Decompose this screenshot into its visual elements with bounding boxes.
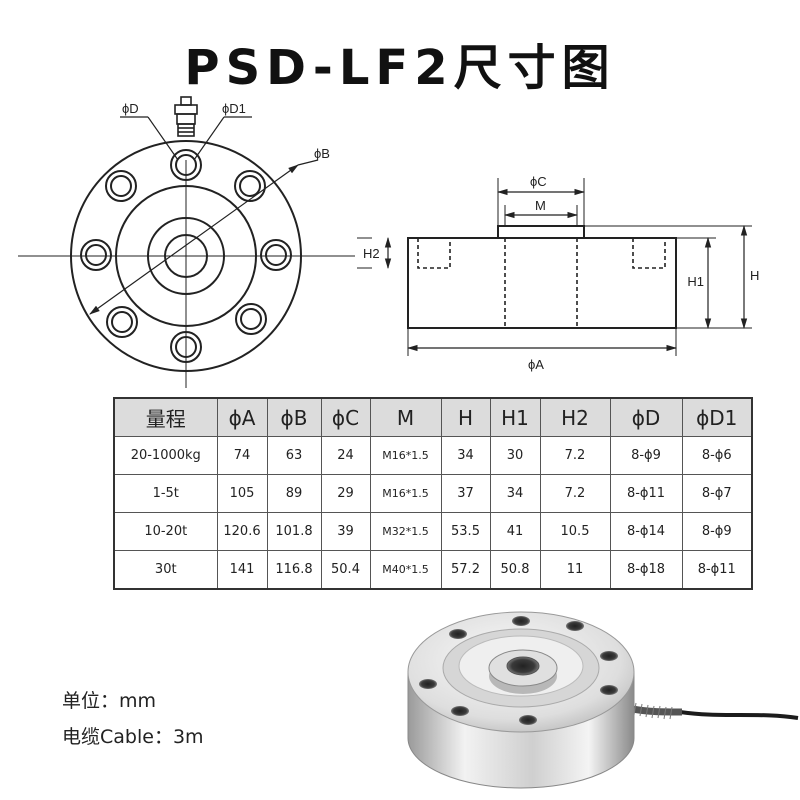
notes: 单位：mm 电缆Cable：3m bbox=[62, 683, 204, 755]
cable-note: 电缆Cable：3m bbox=[62, 726, 204, 748]
bolt-hole-inner bbox=[85, 244, 107, 266]
h2-label: H2 bbox=[363, 246, 380, 261]
phi-c-label: ϕC bbox=[530, 174, 547, 189]
h1-label: H1 bbox=[687, 274, 704, 289]
table-cell: M16*1.5 bbox=[369, 436, 442, 475]
m-label: M bbox=[535, 198, 546, 213]
table-cell: 120.6 bbox=[216, 512, 268, 551]
bolt-hole-inner bbox=[240, 308, 262, 330]
table-cell: 8-ϕ11 bbox=[681, 550, 753, 590]
column-header: H1 bbox=[489, 397, 541, 437]
table-cell: 20-1000kg bbox=[113, 436, 218, 475]
table-cell: 50.4 bbox=[320, 550, 371, 590]
boss-outline bbox=[497, 225, 585, 239]
table-row: 20-1000kg 74 63 24 M16*1.5 34 30 7.2 8-ϕ… bbox=[113, 436, 753, 475]
table-cell: 8-ϕ9 bbox=[609, 436, 683, 475]
table-cell: 53.5 bbox=[440, 512, 491, 551]
h-label: H bbox=[750, 268, 759, 283]
table-cell: 8-ϕ9 bbox=[681, 512, 753, 551]
side-view bbox=[357, 178, 752, 356]
table-cell: 8-ϕ18 bbox=[609, 550, 683, 590]
table-cell: 30t bbox=[113, 550, 218, 590]
column-header: M bbox=[369, 397, 442, 437]
table-cell: 7.2 bbox=[539, 436, 611, 475]
column-header: ϕB bbox=[266, 397, 322, 437]
column-header: H bbox=[440, 397, 491, 437]
table-cell: 8-ϕ7 bbox=[681, 474, 753, 513]
threaded-hole bbox=[506, 656, 540, 676]
table-cell: 8-ϕ6 bbox=[681, 436, 753, 475]
table-cell: 8-ϕ14 bbox=[609, 512, 683, 551]
table-cell: 24 bbox=[320, 436, 371, 475]
table-cell: M32*1.5 bbox=[369, 512, 442, 551]
cable bbox=[679, 710, 799, 720]
column-header: ϕD1 bbox=[681, 397, 753, 437]
table-cell: 7.2 bbox=[539, 474, 611, 513]
table-cell: 141 bbox=[216, 550, 268, 590]
table-cell: 50.8 bbox=[489, 550, 541, 590]
load-cell-product-image bbox=[407, 611, 799, 789]
bolt-hole bbox=[170, 331, 202, 363]
bolt-hole-inner bbox=[175, 336, 197, 358]
table-cell: 116.8 bbox=[266, 550, 322, 590]
column-header: H2 bbox=[539, 397, 611, 437]
phi-d-leader bbox=[147, 116, 179, 161]
table-cell: 101.8 bbox=[266, 512, 322, 551]
bolt-hole-inner bbox=[239, 175, 261, 197]
table-cell: 30 bbox=[489, 436, 541, 475]
phi-d1-leader bbox=[193, 116, 225, 161]
table-cell: 105 bbox=[216, 474, 268, 513]
top-view bbox=[18, 96, 355, 388]
specification-table: 量程 ϕA ϕB ϕC M H H1 H2 ϕD ϕD1 20-1000kg 7… bbox=[113, 397, 753, 590]
table-cell: 29 bbox=[320, 474, 371, 513]
table-cell: 10-20t bbox=[113, 512, 218, 551]
column-header: ϕD bbox=[609, 397, 683, 437]
bolt-hole-inner bbox=[111, 311, 133, 333]
column-header: 量程 bbox=[113, 397, 218, 437]
table-cell: 8-ϕ11 bbox=[609, 474, 683, 513]
body-outline bbox=[407, 237, 677, 329]
table-cell: 63 bbox=[266, 436, 322, 475]
table-cell: 57.2 bbox=[440, 550, 491, 590]
table-cell: M16*1.5 bbox=[369, 474, 442, 513]
phi-d-label: ϕD bbox=[122, 101, 139, 116]
bolt-hole-inner bbox=[110, 175, 132, 197]
table-cell: M40*1.5 bbox=[369, 550, 442, 590]
table-cell: 10.5 bbox=[539, 512, 611, 551]
page-title: PSD-LF2尺寸图 bbox=[184, 40, 616, 96]
table-cell: 34 bbox=[440, 436, 491, 475]
table-cell: 34 bbox=[489, 474, 541, 513]
table-header-row: 量程 ϕA ϕB ϕC M H H1 H2 ϕD ϕD1 bbox=[113, 397, 753, 437]
table-cell: 1-5t bbox=[113, 474, 218, 513]
outer-flange-circle bbox=[70, 140, 302, 372]
table-row: 30t 141 116.8 50.4 M40*1.5 57.2 50.8 11 … bbox=[113, 550, 753, 590]
table-row: 10-20t 120.6 101.8 39 M32*1.5 53.5 41 10… bbox=[113, 512, 753, 551]
phi-b-label: ϕB bbox=[314, 146, 330, 161]
phi-b-dimension-line bbox=[89, 164, 299, 315]
column-header: ϕA bbox=[216, 397, 268, 437]
table-row: 1-5t 105 89 29 M16*1.5 37 34 7.2 8-ϕ11 8… bbox=[113, 474, 753, 513]
phi-a-label: ϕA bbox=[528, 357, 544, 372]
table-cell: 74 bbox=[216, 436, 268, 475]
phi-d1-label: ϕD1 bbox=[222, 101, 246, 116]
cable-connector bbox=[174, 96, 198, 137]
unit-note: 单位：mm bbox=[62, 690, 157, 712]
column-header: ϕC bbox=[320, 397, 371, 437]
table-cell: 41 bbox=[489, 512, 541, 551]
table-cell: 11 bbox=[539, 550, 611, 590]
table-cell: 37 bbox=[440, 474, 491, 513]
bolt-hole-inner bbox=[265, 244, 287, 266]
table-cell: 89 bbox=[266, 474, 322, 513]
table-cell: 39 bbox=[320, 512, 371, 551]
